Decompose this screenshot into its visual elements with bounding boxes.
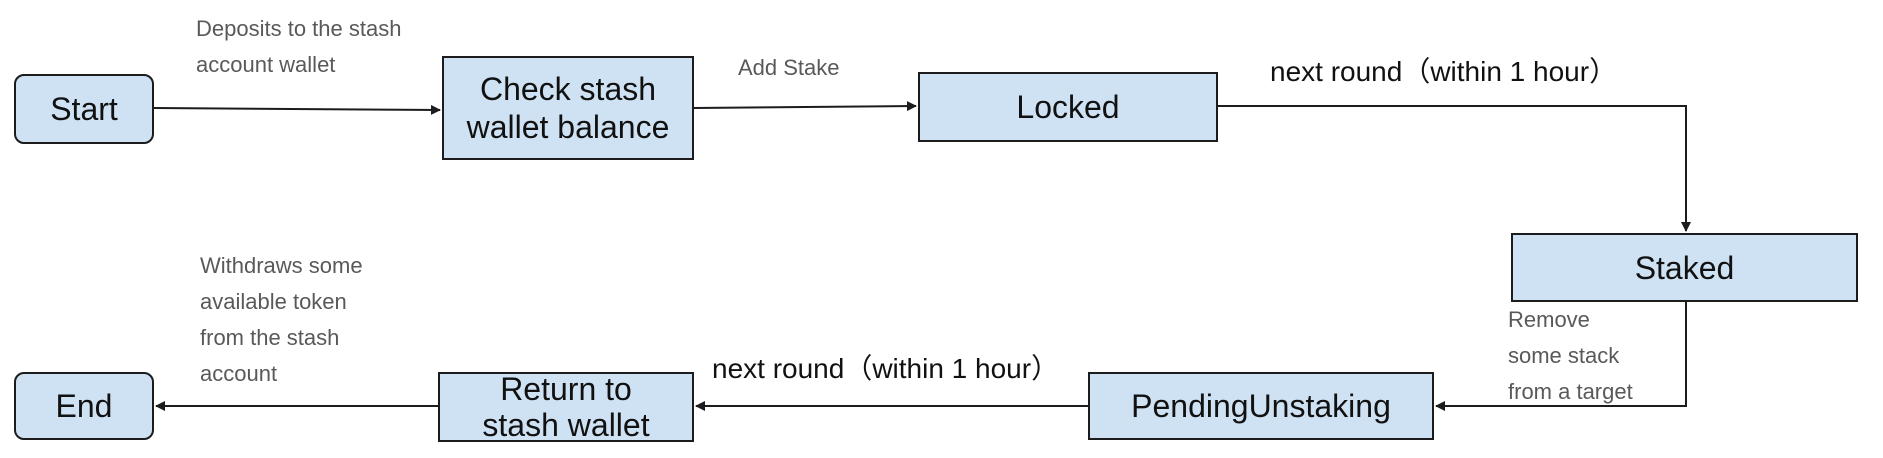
pending-unstaking-node: PendingUnstaking	[1088, 372, 1434, 440]
arrow-check-to-locked	[693, 101, 917, 112]
label-next-round-bottom: next round（within 1 hour）	[712, 353, 1060, 384]
label-remove-stack: Remove some stack from a target	[1508, 307, 1633, 404]
start-node: Start	[14, 74, 154, 144]
arrow-start-to-check	[153, 104, 441, 115]
locked-node: Locked	[918, 72, 1218, 142]
label-add-stake: Add Stake	[738, 55, 840, 80]
arrow-staked-to-pending	[1435, 302, 1687, 411]
label-withdraws: Withdraws some available token from the …	[200, 253, 363, 386]
staked-node: Staked	[1511, 233, 1858, 302]
end-node: End	[14, 372, 154, 440]
label-next-round-top: next round（within 1 hour）	[1270, 56, 1618, 87]
label-deposits: Deposits to the stash account wallet	[196, 16, 402, 77]
arrow-locked-to-staked	[1218, 105, 1691, 232]
check-balance-node: Check stash wallet balance	[442, 56, 694, 160]
return-wallet-node: Return to stash wallet	[438, 371, 694, 443]
